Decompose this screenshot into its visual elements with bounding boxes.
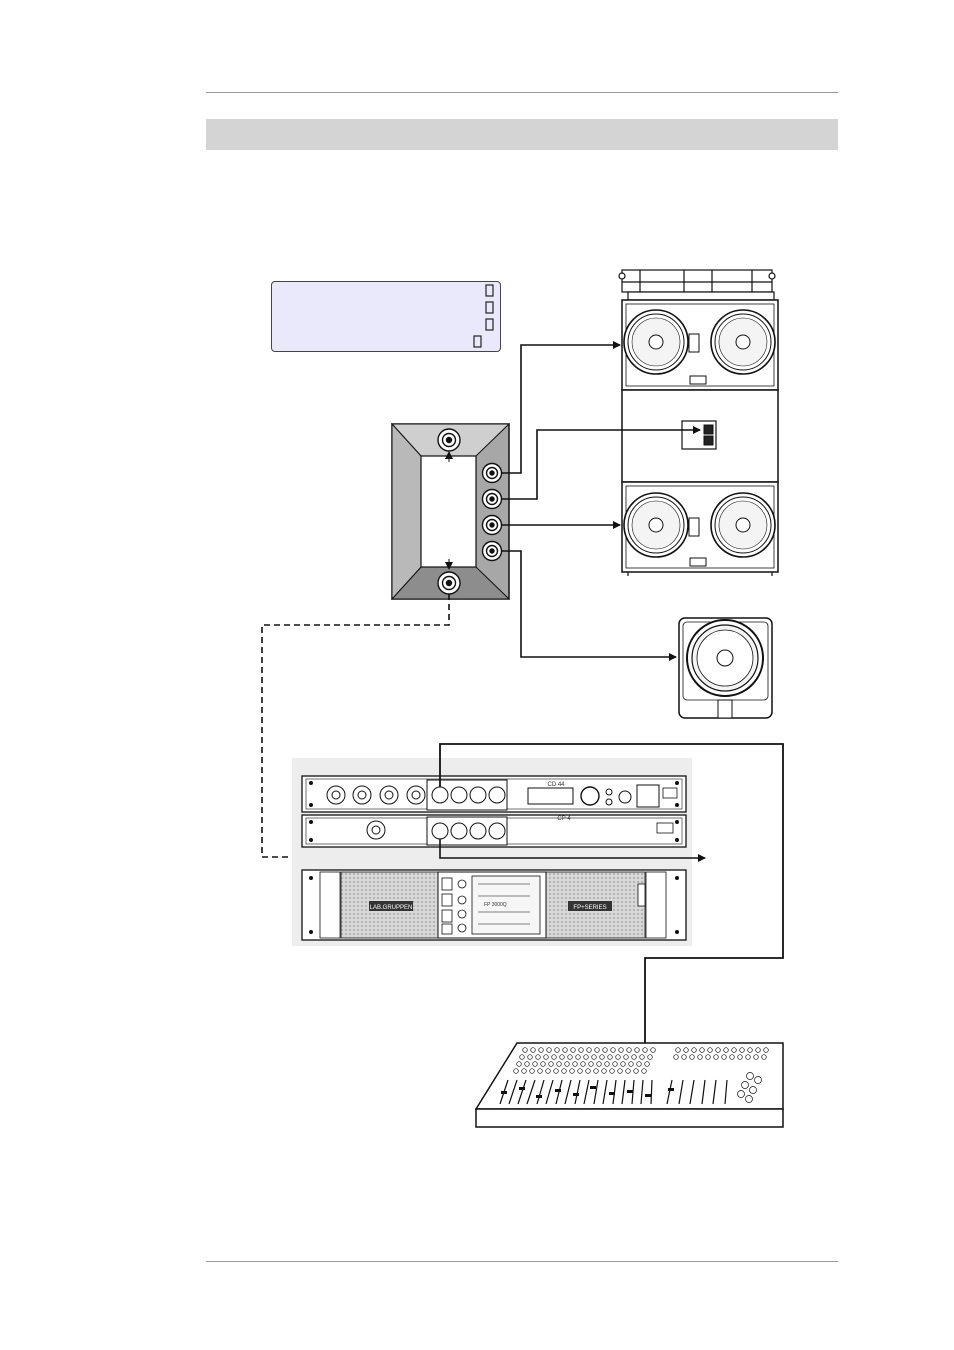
header-rule: [206, 92, 838, 93]
speakon-connector-icon: [481, 462, 503, 484]
info-panel-markers: [473, 284, 494, 348]
speakon-connector-icon: [437, 571, 461, 595]
dashed-amp-cable: [261, 594, 450, 858]
woofer-icon: [623, 492, 689, 558]
woofer-icon: [710, 309, 776, 375]
speakon-connector-icon: [481, 488, 503, 510]
amp-model-label: FP 3000Q: [484, 902, 507, 908]
cable-subwoofer: [501, 550, 677, 661]
fp-amplifier: [301, 869, 687, 941]
processor-model-label: CD 44: [547, 782, 565, 788]
rigging-frame: [618, 269, 776, 301]
connector-panel: [390, 422, 511, 601]
line-array-speaker: [618, 269, 779, 576]
cp4-panel: [301, 814, 687, 848]
footer-rule: [206, 1261, 838, 1262]
speakon-connector-icon: [481, 514, 503, 536]
cable-top-cabinet: [501, 341, 621, 474]
panel-model-label: CP 4: [557, 816, 571, 822]
speaker-cables: [501, 341, 701, 661]
subwoofer-woofer-icon: [686, 619, 764, 697]
amp-brand-label: LAB.GRUPPEN: [370, 905, 413, 911]
woofer-icon: [623, 309, 689, 375]
cd44-processor: [301, 775, 687, 813]
panel-label-area: [420, 455, 477, 568]
speakon-connector-icon: [366, 820, 386, 840]
section-title-bar: [206, 119, 838, 150]
woofer-icon: [710, 492, 776, 558]
output-arrow: [439, 839, 706, 862]
speakon-connector-icon: [437, 428, 461, 452]
speakon-connector-icon: [481, 540, 503, 562]
amp-series-label: FP+SERIES: [573, 905, 606, 911]
console-faders: [499, 1079, 728, 1105]
mixer-cable: [439, 743, 784, 1044]
processor-knob-icon: [580, 786, 600, 806]
console-knobs: [513, 1047, 769, 1103]
cable-mid-cabinet: [501, 426, 701, 500]
equipment-rack: CD 44 CP 4: [292, 758, 692, 946]
mixing-console: [474, 1042, 784, 1128]
subwoofer-speaker: [678, 617, 773, 719]
info-panel: [271, 281, 501, 352]
